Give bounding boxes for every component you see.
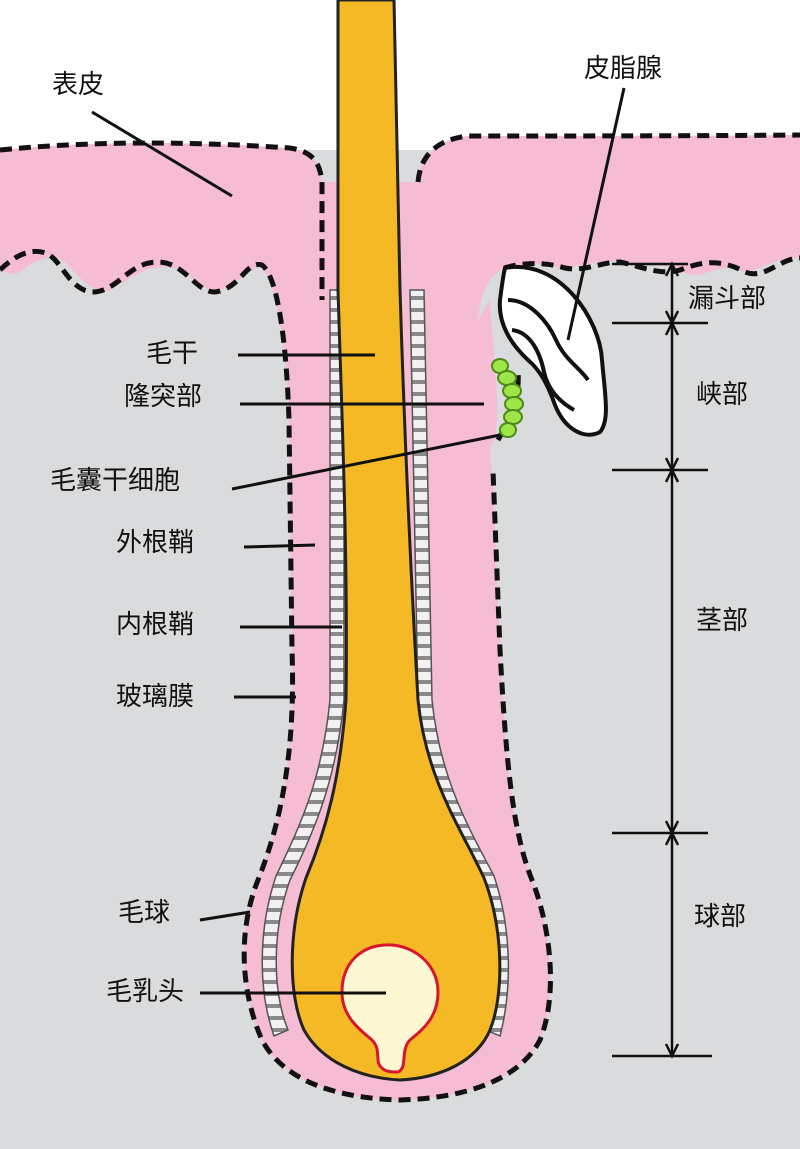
sebaceous-gland-shape: [497, 264, 608, 437]
leader-stem-cells: [231, 433, 501, 491]
leader-hair-bulb: [199, 910, 251, 922]
label-stem: 茎部: [696, 606, 749, 636]
label-bulge: 隆突部: [124, 382, 203, 412]
hair-shaft-and-bulb: [290, 0, 502, 1082]
epidermis-layer: [0, 0, 800, 320]
sebaceous-gland-lobes: [507, 298, 590, 412]
label-dermal-papilla: 毛乳头: [106, 977, 185, 1007]
top-white-area: [0, 0, 800, 150]
label-outer-root-sheath: 外根鞘: [116, 528, 195, 558]
leader-outer-root-sheath: [243, 543, 316, 549]
bulge-stem-cells: [491, 358, 524, 438]
leader-lines: [91, 87, 626, 995]
label-epidermis: 表皮: [52, 70, 105, 100]
label-isthmus: 峡部: [696, 380, 749, 410]
right-junction-outline: [503, 255, 800, 277]
label-bulb-segment: 球部: [694, 902, 747, 932]
label-hair-bulb: 毛球: [118, 898, 171, 928]
outer-sheath-outline: [0, 132, 800, 300]
scale-arrowheads: [664, 261, 680, 1059]
label-glassy-membrane: 玻璃膜: [116, 682, 195, 712]
inner-root-sheath-left: [261, 289, 345, 1038]
segment-scale: [612, 261, 712, 1059]
label-infundibulum: 漏斗部: [688, 284, 767, 314]
leader-sebaceous: [566, 87, 626, 341]
label-sebaceous-gland: 皮脂腺: [584, 54, 663, 84]
label-inner-root-sheath: 内根鞘: [116, 610, 195, 640]
label-hair-follicle-stem-cells: 毛囊干细胞: [50, 466, 181, 496]
leader-epidermis: [91, 110, 233, 198]
label-hair-shaft: 毛干: [146, 339, 199, 369]
